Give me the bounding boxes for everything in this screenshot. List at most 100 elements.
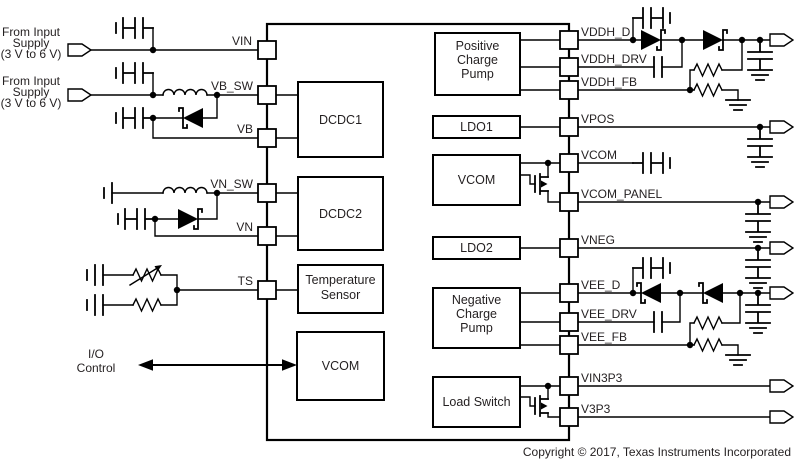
block-temperature-sensor: [297, 264, 384, 314]
pin-label-vb-sw: VB_SW: [211, 79, 254, 93]
capacitor-ground-symbol: [117, 208, 156, 230]
block-label-negative-charge-pump: Charge: [456, 307, 497, 321]
block-label-negative-charge-pump: Pump: [460, 321, 493, 335]
capacitor-ground-symbol: [115, 107, 154, 129]
pin-label-vddh-d: VDDH_D: [581, 25, 631, 39]
thermistor-symbol: [130, 265, 162, 285]
block-positive-charge-pump: [434, 32, 521, 96]
pin-label-vcom: VCOM: [581, 148, 617, 162]
block-vcom-output: [432, 154, 521, 206]
mosfet-symbol: [534, 395, 549, 417]
capacitor-ground-symbol: [745, 247, 771, 289]
ground-capacitor-symbol: [86, 294, 104, 316]
ground-symbol: [103, 182, 113, 204]
resistor-symbol: [132, 298, 162, 312]
block-vcom-internal: [296, 331, 385, 401]
resistor-symbol: [693, 338, 723, 352]
pin-terminal-vin: [257, 40, 277, 60]
block-label-positive-charge-pump: Pump: [461, 67, 494, 81]
resistor-symbol: [693, 83, 723, 97]
diode-symbol: [698, 282, 724, 304]
pin-terminal-vn: [257, 226, 277, 246]
pin-terminal-vcom-panel: [559, 192, 579, 212]
block-label-ldo1: LDO1: [460, 120, 493, 134]
io-control-label: I/O: [88, 347, 104, 361]
output-connector: [769, 33, 794, 47]
pin-label-vn: VN: [236, 220, 253, 234]
pin-label-ts: TS: [238, 274, 253, 288]
ground-capacitor-symbol: [86, 264, 104, 286]
junction-dots: [149, 36, 764, 390]
block-negative-charge-pump: [432, 287, 521, 349]
diode-symbol: [636, 282, 662, 304]
arrowhead-left-icon: [138, 359, 153, 371]
capacitor-ground-symbol: [747, 39, 773, 81]
io-control-arrow: [138, 359, 297, 371]
supply2-label: Supply: [13, 85, 50, 99]
capacitor-ground-symbol: [115, 17, 154, 39]
supply2-label: From Input: [2, 74, 61, 88]
right-pin-labels: VDDH_D VDDH_DRV VDDH_FB VPOS VCOM VCOM_P…: [581, 25, 662, 416]
block-label-dcdc1: DCDC1: [319, 113, 362, 127]
diode-symbol: [702, 29, 728, 51]
pin-terminal-vee-drv: [559, 312, 579, 332]
inductor-symbols: [162, 88, 208, 194]
diode-symbol: [178, 107, 204, 129]
pin-label-vin: VIN: [232, 34, 252, 48]
input-connector: [67, 43, 92, 57]
output-capacitor-symbols: [745, 39, 773, 334]
pin-terminal-vddh-fb: [559, 80, 579, 100]
wires: [90, 17, 771, 418]
output-connector: [769, 410, 794, 424]
pin-terminal-ts: [257, 280, 277, 300]
capacitor-symbol: [653, 56, 663, 78]
pin-terminal-vb-sw: [257, 85, 277, 105]
pin-terminal-vddh-d: [559, 30, 579, 50]
block-dcdc1: [297, 81, 384, 158]
input-connector: [67, 88, 92, 102]
resistor-symbol: [693, 63, 723, 77]
ground-symbols: [86, 99, 751, 366]
supply1-label: From Input: [2, 25, 61, 39]
supply1-label: Supply: [13, 36, 50, 50]
pin-label-v3p3: V3P3: [581, 402, 611, 416]
block-label-vcom-internal: VCOM: [322, 359, 360, 373]
pin-label-vee-d: VEE_D: [581, 278, 621, 292]
capacitor-ground-symbol: [115, 62, 154, 84]
output-connector: [769, 286, 794, 300]
mosfet-symbol: [534, 173, 549, 195]
pin-terminal-vin3p3: [559, 376, 579, 396]
pin-label-vn-sw: VN_SW: [210, 177, 253, 191]
block-labels: DCDC1 DCDC2 Temperature Sensor VCOM Posi…: [305, 39, 510, 409]
block-label-load-switch: Load Switch: [442, 395, 510, 409]
block-label-positive-charge-pump: Positive: [456, 39, 500, 53]
output-connector: [769, 379, 794, 393]
pin-terminal-vee-fb: [559, 335, 579, 355]
capacitor-ground-symbol: [747, 126, 773, 168]
pin-label-vin3p3: VIN3P3: [581, 371, 623, 385]
pin-label-vneg: VNEG: [581, 233, 615, 247]
block-label-ldo2: LDO2: [460, 241, 493, 255]
pin-terminal-vb: [257, 128, 277, 148]
pin-label-vb: VB: [237, 122, 253, 136]
arrowhead-right-icon: [282, 359, 297, 371]
output-connector: [769, 241, 794, 255]
block-ldo2: [432, 236, 521, 260]
pin-terminal-vddh-drv: [559, 57, 579, 77]
output-connector: [769, 195, 794, 209]
diode-symbol: [640, 29, 666, 51]
block-label-temperature-sensor: Temperature: [305, 273, 375, 287]
inductor-symbol: [162, 88, 208, 96]
pin-terminal-vpos: [559, 117, 579, 137]
supply1-label: (3 V to 6 V): [1, 47, 62, 61]
supply2-label: (3 V to 6 V): [1, 96, 62, 110]
block-label-negative-charge-pump: Negative: [452, 293, 501, 307]
pin-terminal-v3p3: [559, 407, 579, 427]
copyright-notice: Copyright © 2017, Texas Instruments Inco…: [523, 445, 791, 459]
annotations: From Input Supply (3 V to 6 V) From Inpu…: [1, 25, 116, 375]
block-label-vcom-output: VCOM: [458, 173, 496, 187]
pin-terminal-vn-sw: [257, 183, 277, 203]
internal-blocks: [296, 32, 521, 428]
